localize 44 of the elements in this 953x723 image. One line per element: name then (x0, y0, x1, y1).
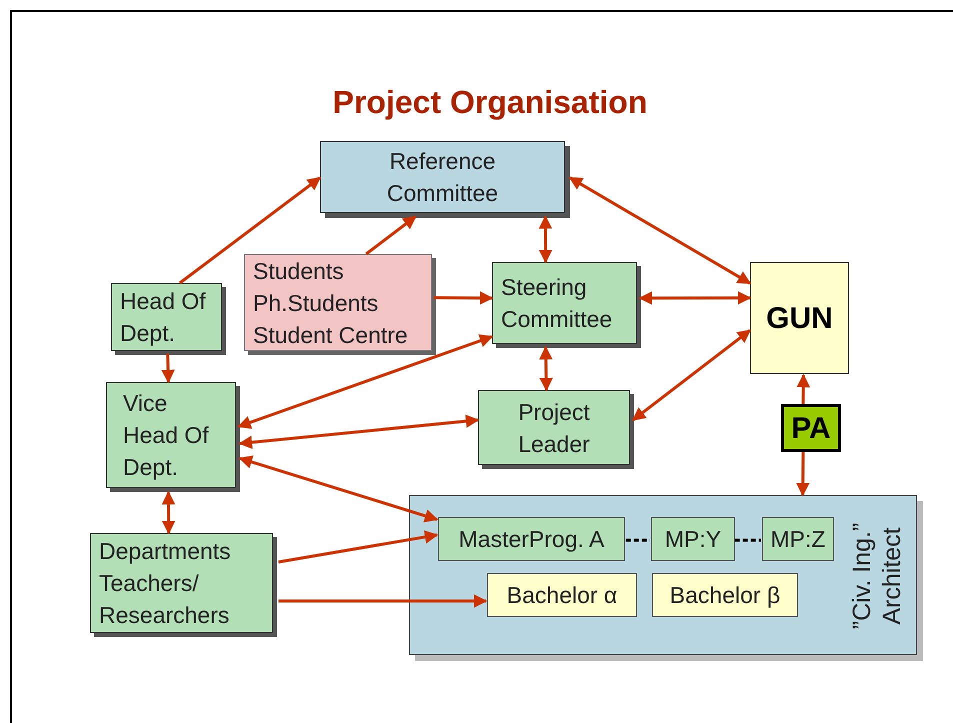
node-label: MasterProg. A (458, 524, 604, 554)
arrow (237, 334, 494, 429)
arrow (796, 452, 810, 496)
arrow (568, 176, 752, 285)
node-label: Departments Teachers/ Researchers (99, 537, 232, 630)
dashed-connector (734, 538, 761, 542)
arrow (434, 291, 494, 305)
dashed-connector (626, 538, 650, 542)
node-label: ”Civ. Ing.” Architect (847, 522, 907, 632)
organisation-box (750, 262, 849, 374)
role-badge (781, 404, 841, 452)
arrow (161, 354, 175, 384)
diagram-title: Project Organisation (332, 83, 648, 122)
node-label: MP:Y (664, 524, 722, 554)
node-label: Student Centre (253, 320, 409, 350)
programme-box (487, 573, 637, 617)
node-label: Ph.Students (253, 288, 380, 318)
arrow (178, 176, 322, 284)
arrow (238, 414, 480, 449)
node-label: GUN (766, 300, 833, 336)
arrow (538, 215, 552, 264)
arrow (365, 215, 417, 256)
node-label: Project Leader (517, 398, 591, 458)
arrow (539, 346, 553, 392)
node-label: Steering Committee (501, 273, 614, 334)
programme-box (438, 517, 625, 561)
arrow (278, 594, 488, 608)
node-label: MP:Z (770, 524, 826, 554)
node-label: Head Of Dept. (120, 287, 207, 348)
programme-box (652, 573, 798, 617)
node-label: Bachelor α (506, 580, 618, 610)
node-label: Bachelor β (670, 580, 780, 610)
node-label: PA (791, 410, 831, 446)
arrow (632, 329, 752, 422)
arrow (796, 374, 810, 404)
node-label: Vice Head Of Dept. (123, 389, 210, 482)
arrow (162, 490, 176, 534)
programme-box (651, 517, 735, 561)
node-label: Students (253, 256, 345, 286)
node-label: Reference Committee (386, 147, 500, 208)
arrow (278, 530, 438, 564)
arrow (238, 455, 438, 522)
arrow (638, 291, 752, 305)
programme-box (762, 517, 834, 561)
